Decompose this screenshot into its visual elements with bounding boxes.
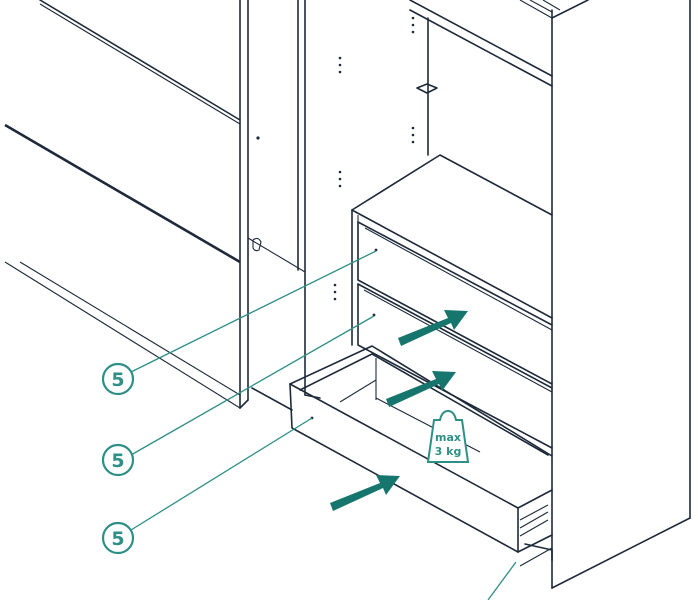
callout-1: 5 <box>101 362 135 396</box>
callout-label: 5 <box>111 450 124 472</box>
insert-arrows <box>330 310 468 511</box>
callout-label: 5 <box>111 528 124 550</box>
leader-lines <box>130 250 517 600</box>
cabinet-interior <box>333 0 561 561</box>
insert-arrow-icon <box>330 475 400 511</box>
shelf-pin-holes <box>333 16 415 301</box>
weight-limit-line2: 3 kg <box>435 445 462 458</box>
center-partition <box>247 0 321 411</box>
insert-arrow-icon <box>398 310 468 346</box>
weight-limit-line1: max <box>435 431 461 444</box>
drawer-3-open <box>289 345 553 567</box>
callout-label: 5 <box>111 369 124 391</box>
wardrobe-side-panel <box>551 0 691 589</box>
sliding-door-panel <box>4 0 262 409</box>
drawer-1 <box>357 221 553 385</box>
drawer-2 <box>357 283 553 449</box>
insert-arrow-icon <box>386 371 456 407</box>
callout-2: 5 <box>101 443 135 477</box>
weight-icon: max 3 kg <box>426 409 470 463</box>
callout-3: 5 <box>101 521 135 555</box>
